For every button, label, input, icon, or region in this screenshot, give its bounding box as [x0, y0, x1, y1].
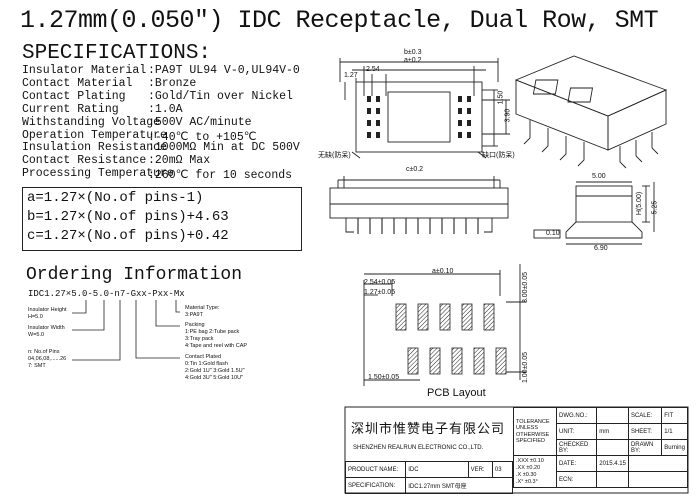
spec-row: Current Rating :1.0A	[22, 103, 322, 116]
spec-label: Insulation Resistance	[22, 141, 167, 155]
formula-box: a=1.27×(No.of pins-1) b=1.27×(No.of pins…	[22, 187, 302, 251]
end-view	[533, 181, 655, 245]
isometric-view	[514, 55, 668, 169]
dim-1-50: 1.50	[497, 90, 505, 105]
spec-value: :PA9T UL94 V-0,UL94V-0	[148, 64, 300, 77]
version-value: 03	[491, 461, 514, 478]
sheet-value: 1/1	[661, 423, 688, 440]
spec-row: Insulator Material:PA9T UL94 V-0,UL94V-0	[22, 64, 322, 77]
formula-c: c=1.27×(No.of pins)+0.42	[27, 228, 229, 244]
formula-a: a=1.27×(No.of pins-1)	[27, 190, 204, 206]
pcb-pads	[395, 303, 507, 375]
note-no-notch: 无缺(防呆)	[318, 152, 351, 159]
spec-value: :1000MΩ Min at DC 500V	[148, 141, 300, 155]
specification-label: SPECIFICATION:	[344, 477, 407, 494]
tolerance-values: .XXX ±0.10.XX ±0.20 .X ±0.30.X° ±0.3°	[513, 455, 557, 488]
spec-label: Insulator Material	[22, 64, 147, 77]
dim-3-90: 3.90	[504, 108, 512, 123]
side-view-pins	[357, 218, 479, 234]
dim-b: b±0.3	[404, 49, 422, 56]
dwg-no-label: DWG.NO.:	[555, 407, 598, 424]
flatness-value: 0.10	[546, 230, 560, 237]
date-value: 2015.4.15	[596, 455, 629, 472]
unit-value: mm	[596, 423, 629, 440]
spec-label: Operation Temperature	[22, 128, 167, 142]
dim-2-54: 2.54	[366, 66, 380, 73]
dim-1-27: 1.27	[344, 72, 358, 79]
spec-row: Contact Resistance:20mΩ Max	[22, 154, 322, 167]
product-table: PRODUCT NAME: IDC VER: 03 SPECIFICATION:…	[344, 461, 514, 494]
specification-value: IDC1.27mm SMT母座	[405, 477, 513, 494]
formula-b: b=1.27×(No.of pins)+4.63	[27, 209, 229, 225]
spec-value: :-40℃ to +105℃	[148, 130, 257, 144]
spec-row: Contact Plating :Gold/Tin over Nickel	[22, 90, 322, 103]
checked-by-label: CHECKED BY:	[555, 439, 598, 456]
unit-label: UNIT:	[555, 423, 598, 440]
drawn-by-value: Burning	[661, 439, 688, 456]
spec-label: Withstanding Voltage	[22, 115, 161, 129]
pcb-dim-1-50: 1.50±0.05	[368, 374, 400, 381]
spec-row: Withstanding Voltage:500V AC/minute	[22, 116, 322, 129]
spec-label: Contact Plating	[22, 89, 126, 103]
spec-value: :500V AC/minute	[148, 115, 252, 129]
drawing-title: 1.27mm(0.050″) IDC Receptacle, Dual Row,…	[20, 6, 659, 35]
dim-5-25: 5.25	[651, 200, 659, 215]
specifications-heading: SPECIFICATIONS:	[22, 42, 212, 65]
spec-label: Contact Material	[22, 76, 133, 90]
spec-row: Insulation Resistance:1000MΩ Min at DC 5…	[22, 141, 322, 154]
product-name-value: IDC	[405, 461, 469, 478]
dim-a: a±0.2	[404, 57, 422, 64]
pcb-dim-a: a±0.10	[432, 268, 454, 275]
dim-c: c±0.2	[406, 166, 424, 173]
pcb-dim-3-00: 3.00±0.05	[522, 271, 530, 304]
pcb-layout-label: PCB Layout	[427, 387, 486, 399]
spec-row: Contact Material :Bronze	[22, 77, 322, 90]
spec-row: Processing Temperature:260℃ for 10 secon…	[22, 167, 322, 183]
material-type-note: Material Type:3:PA9T	[185, 305, 220, 318]
sheet-label: SHEET:	[627, 423, 663, 440]
version-label: VER:	[467, 461, 493, 478]
scale-label: SCALE:	[627, 407, 663, 424]
pcb-dim-1-00: 1.00±0.05	[522, 351, 530, 384]
product-name-label: PRODUCT NAME:	[344, 461, 407, 478]
spec-value: :Bronze	[148, 76, 197, 90]
spec-value: :Gold/Tin over Nickel	[148, 89, 293, 103]
company-name-cn: 深圳市惟赞电子有限公司	[351, 422, 506, 437]
ordering-heading: Ordering Information	[26, 265, 243, 285]
spec-value: :260℃ for 10 seconds	[148, 169, 293, 183]
pcb-dim-1-27: 1.27±0.05	[364, 289, 396, 296]
top-view-pins	[367, 96, 471, 138]
spec-value: :20mΩ Max	[148, 154, 211, 168]
spec-label: Processing Temperature	[22, 167, 174, 181]
side-view	[329, 176, 509, 233]
date-label: DATE:	[555, 455, 598, 472]
part-number: IDC1.27×5.0-5.0-n7-Gxx-Pxx-Mx	[28, 289, 185, 299]
dim-5-00: 5.00	[592, 173, 606, 180]
ecn-label: ECN:	[555, 471, 598, 488]
pcb-dim-2-54: 2.54±0.05	[364, 279, 396, 286]
note-notch: 缺口(防呆)	[482, 152, 515, 159]
spec-label: Current Rating	[22, 102, 119, 116]
drawn-by-label: DRAWN BY:	[627, 439, 663, 456]
spec-label: Contact Resistance	[22, 154, 147, 168]
spec-value: :1.0A	[148, 102, 183, 116]
scale-value: FIT	[661, 407, 688, 424]
spec-row: Operation Temperature:-40℃ to +105℃	[22, 128, 322, 144]
dim-6-90: 6.90	[594, 245, 608, 252]
dim-h: H(5.00)	[636, 191, 644, 216]
top-view	[339, 58, 510, 159]
company-name-en: SHENZHEN REALRUN ELECTRONIC CO.,LTD.	[353, 445, 484, 451]
pcb-layout-dims	[363, 264, 526, 386]
